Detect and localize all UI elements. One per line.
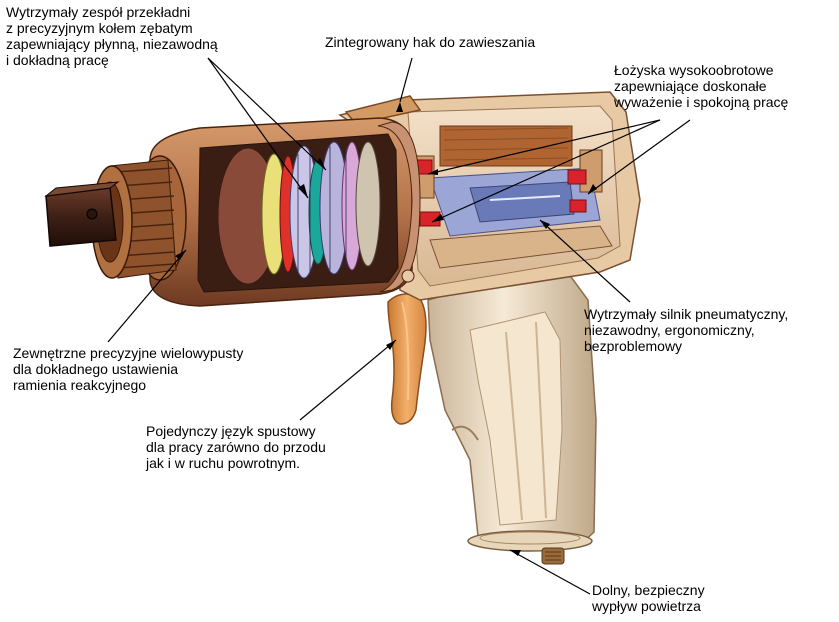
label-motor-line-2: niezawodny, ergonomiczny, (584, 322, 755, 338)
label-motor: Wytrzymały silnik pneumatyczny, niezawod… (584, 306, 788, 354)
label-hook: Zintegrowany hak do zawieszania (325, 34, 535, 50)
label-splines-line-2: dla dokładnego ustawienia (13, 361, 179, 377)
label-splines-line-1: Zewnętrzne precyzyjne wielowypusty (13, 345, 244, 361)
callout-line-bearing-b (587, 119, 691, 195)
gear-housing (149, 117, 421, 307)
callout-line-gear-a (207, 57, 309, 199)
callout-line-bearing-a (431, 119, 661, 223)
callout-line-hook (399, 57, 413, 103)
label-trigger: Pojedynczy język spustowy dla pracy zaró… (146, 423, 326, 471)
label-gear-set-line-1: Wytrzymały zespół przekładni (6, 4, 191, 20)
label-exhaust-line-1: Dolny, bezpieczny (592, 582, 705, 598)
callout-line-motor (539, 219, 631, 303)
label-trigger-line-3: jak i w ruchu powrotnym. (146, 455, 301, 471)
trigger (387, 293, 427, 425)
label-bearings-line-2: zapewniające doskonałe (614, 78, 767, 94)
callout-lines (107, 57, 691, 595)
bearing-rear-lower (569, 199, 587, 213)
label-splines: Zewnętrzne precyzyjne wielowypusty dla d… (13, 345, 243, 393)
label-exhaust-line-2: wypływ powietrza (592, 598, 701, 614)
label-hook-line-1: Zintegrowany hak do zawieszania (325, 34, 536, 50)
callout-line-exhaust (509, 549, 591, 595)
label-bearings-line-1: Łożyska wysokoobrotowe (614, 62, 774, 78)
label-gear-set-line-2: z precyzyjnym kołem zębatym (6, 20, 193, 36)
label-motor-line-3: bezproblemowy (584, 338, 683, 354)
label-gear-set: Wytrzymały zespół przekładni z precyzyjn… (6, 4, 218, 68)
handle-grip (427, 261, 597, 549)
bottom-exhaust (467, 530, 593, 565)
label-trigger-line-2: dla pracy zarówno do przodu (146, 439, 326, 455)
bearing-rear (567, 169, 587, 185)
label-gear-set-line-3: zapewniający płynną, niezawodną (6, 36, 218, 52)
label-gear-set-line-4: i dokładną pracę (6, 52, 109, 68)
callout-line-trigger (299, 339, 397, 421)
label-trigger-line-1: Pojedynczy język spustowy (146, 423, 316, 439)
callout-line-bearing-c (427, 119, 661, 175)
callout-line-gear-b (207, 57, 327, 171)
label-bearings-line-3: wyważenie i spokojną pracę (614, 94, 789, 110)
callout-arrowheads (175, 102, 597, 556)
square-drive (44, 181, 120, 247)
callout-line-splines (107, 249, 187, 343)
label-exhaust: Dolny, bezpieczny wypływ powietrza (592, 582, 705, 614)
label-bearings: Łożyska wysokoobrotowe zapewniające dosk… (614, 62, 788, 110)
label-motor-line-1: Wytrzymały silnik pneumatyczny, (584, 306, 789, 322)
label-splines-line-3: ramienia reakcyjnego (13, 377, 147, 393)
